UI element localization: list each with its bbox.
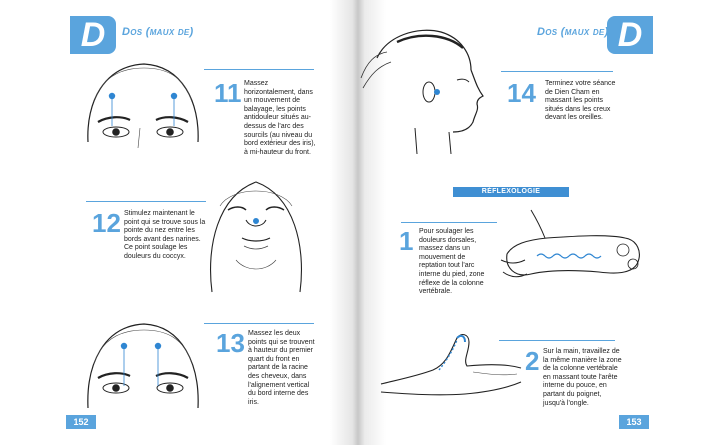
divider-line xyxy=(401,222,497,223)
divider-line xyxy=(204,69,314,70)
step-text: Terminez votre séance de Dien Cham en ma… xyxy=(545,80,616,122)
step-number: 2 xyxy=(525,346,540,376)
step-number: 1 xyxy=(399,226,414,256)
hand-illustration xyxy=(380,333,522,396)
divider-line xyxy=(86,201,206,202)
left-page: D Dos (maux de) 11 Massez horizontalemen… xyxy=(0,0,357,445)
page-number: 152 xyxy=(66,415,96,429)
step-number: 13 xyxy=(216,328,245,358)
section-tab-letter: D xyxy=(70,16,116,54)
foot-illustration xyxy=(500,209,640,278)
face-profile-illustration xyxy=(360,29,484,155)
face-upturned-illustration xyxy=(209,181,303,293)
face-eyes-illustration xyxy=(87,323,199,408)
step-number: 11 xyxy=(214,78,242,108)
step-text: Massez les deux points qui se trouvent à… xyxy=(248,330,315,406)
section-title: RÉFLEXOLOGIE xyxy=(453,187,569,197)
step-number: 12 xyxy=(92,208,121,238)
divider-line xyxy=(499,340,615,341)
page-header: Dos (maux de) xyxy=(122,26,194,38)
face-eyes-illustration xyxy=(87,63,199,149)
divider-line xyxy=(501,71,613,72)
section-tab-letter: D xyxy=(607,16,653,54)
divider-line xyxy=(204,323,314,324)
step-text: Stimulez maintenant le point qui se trou… xyxy=(124,210,206,260)
step-text: Pour soulager les douleurs dorsales, mas… xyxy=(419,228,485,296)
right-page: Dos (maux de) D 14 Terminez votre séance… xyxy=(357,0,711,445)
page-number: 153 xyxy=(619,415,649,429)
step-number: 14 xyxy=(507,78,536,108)
step-text: Sur la main, travaillez de la même maniè… xyxy=(543,348,622,407)
page-header: Dos (maux de) xyxy=(537,26,609,38)
step-text: Massez horizontalement, dans un mouvemen… xyxy=(244,80,316,156)
